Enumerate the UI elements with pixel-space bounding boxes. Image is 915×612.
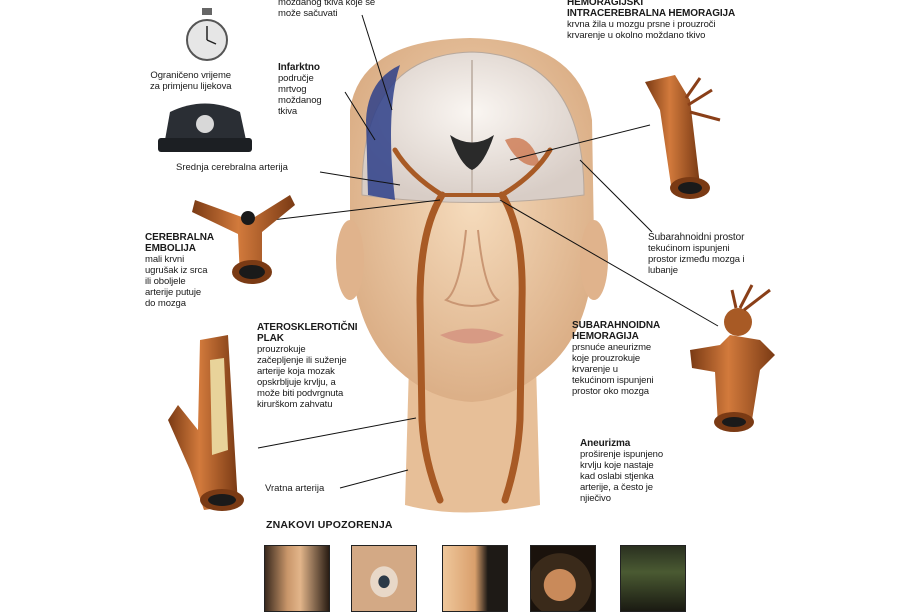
warning-signs-title: ZNAKOVI UPOZORENJA	[266, 519, 393, 531]
warning-photo-eye	[351, 545, 417, 612]
plaque-vessel-illustration	[168, 335, 244, 511]
middle-cerebral-artery-label: Srednja cerebralna arterija	[176, 162, 288, 173]
aneurysm-vessel-illustration	[690, 284, 775, 432]
leader-lines	[257, 14, 719, 489]
warning-photo-mouth	[442, 545, 508, 612]
telephone-icon	[158, 103, 252, 152]
warning-photo-body	[264, 545, 330, 612]
carotid-artery-label: Vratna arterija	[265, 483, 325, 494]
stopwatch-icon	[186, 8, 228, 61]
embolism-vessel-illustration	[192, 195, 295, 284]
ich-vessel-illustration	[645, 75, 721, 199]
arteries	[392, 147, 553, 504]
warning-photo-dizziness	[620, 545, 686, 612]
warning-photo-headache	[530, 545, 596, 612]
brain-cross-section	[361, 51, 585, 203]
time-limit-text: Ograničeno vrijeme za primjenu lijekova	[150, 70, 232, 92]
infarct-salvageable-text: moždanog tkiva koje se može sačuvati	[278, 0, 376, 19]
infarct-area	[366, 65, 400, 200]
hemorrhage-spot	[505, 137, 540, 166]
